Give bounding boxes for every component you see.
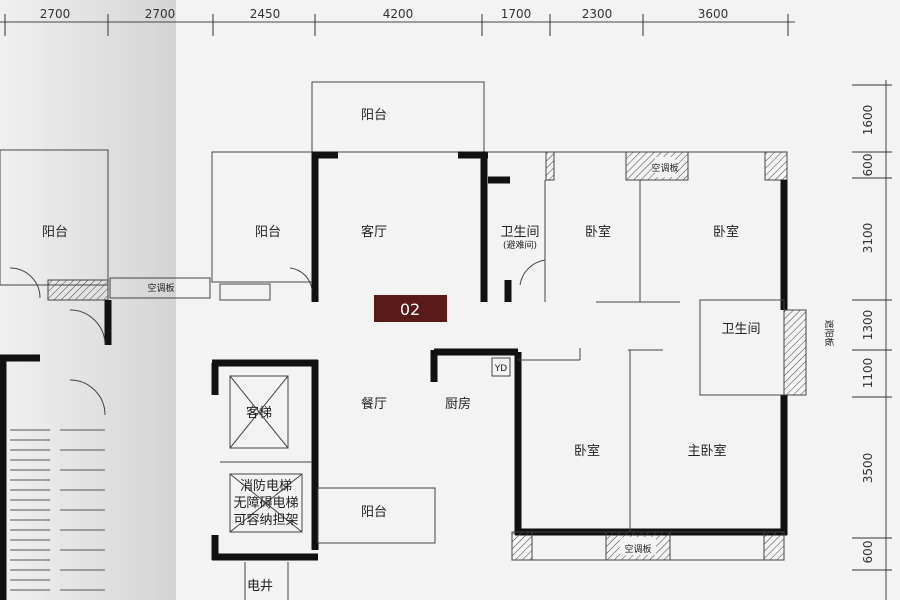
fire-elevator-line-1: 消防电梯 (240, 478, 292, 494)
ac-panel-top: 空调板 (651, 162, 678, 174)
room-refuge-note: (避难间) (503, 239, 537, 251)
dim-right-1: 1600 (861, 105, 875, 136)
ac-panel-left: 空调板 (147, 282, 174, 294)
walls (9, 81, 807, 600)
room-bedroom-1: 卧室 (585, 224, 611, 240)
dim-top-1: 2700 (40, 7, 71, 21)
passenger-elevator: 客梯 (229, 375, 289, 449)
dim-top-4: 4200 (383, 7, 414, 21)
sunshade-label: 遮阳板 (823, 319, 835, 346)
left-neighbor-unit (0, 149, 211, 600)
dim-right-6: 3500 (861, 453, 875, 484)
dim-top-6: 2300 (582, 7, 613, 21)
room-balcony-mid: 阳台 (255, 225, 281, 240)
room-living: 客厅 (361, 224, 387, 240)
room-master-bedroom: 主卧室 (687, 443, 726, 459)
room-bathroom-2: 卫生间 (721, 322, 760, 337)
room-kitchen: 厨房 (445, 396, 471, 412)
room-bathroom-refuge: 卫生间 (500, 225, 539, 240)
top-dimension-line: 2700 2700 2450 4200 1700 2300 3600 (0, 7, 795, 36)
yd-box (491, 357, 511, 377)
unit-badge: 02 (374, 295, 447, 322)
dim-right-7: 600 (861, 541, 875, 564)
ac-panel-bottom: 空调板 (624, 543, 651, 555)
dim-top-2: 2700 (145, 7, 176, 21)
dim-right-5: 1100 (861, 358, 875, 389)
passenger-elevator-label: 客梯 (246, 405, 272, 421)
dim-top-3: 2450 (250, 7, 281, 21)
dim-right-3: 3100 (861, 223, 875, 254)
right-dimension-line: 1600 600 3100 1300 1100 3500 600 (852, 80, 892, 600)
fire-elevator-line-3: 可容纳担架 (233, 512, 298, 528)
dim-right-2: 600 (861, 154, 875, 177)
room-bedroom-3: 卧室 (574, 443, 600, 459)
room-balcony-bottom: 阳台 (361, 505, 387, 520)
room-bedroom-2: 卧室 (713, 224, 739, 240)
room-balcony-left: 阳台 (42, 225, 68, 240)
room-balcony-top: 阳台 (361, 108, 387, 123)
fire-elevator-line-2: 无障碍电梯 (233, 496, 298, 511)
yd-label: YD (494, 364, 507, 374)
dim-top-7: 3600 (698, 7, 729, 21)
unit-number: 02 (400, 300, 420, 319)
dim-right-4: 1300 (861, 310, 875, 341)
room-dining: 餐厅 (361, 396, 387, 412)
dim-top-5: 1700 (501, 7, 532, 21)
fire-elevator: 消防电梯 无障碍电梯 可容纳担架 (229, 473, 303, 533)
room-electric-shaft: 电井 (247, 579, 273, 594)
